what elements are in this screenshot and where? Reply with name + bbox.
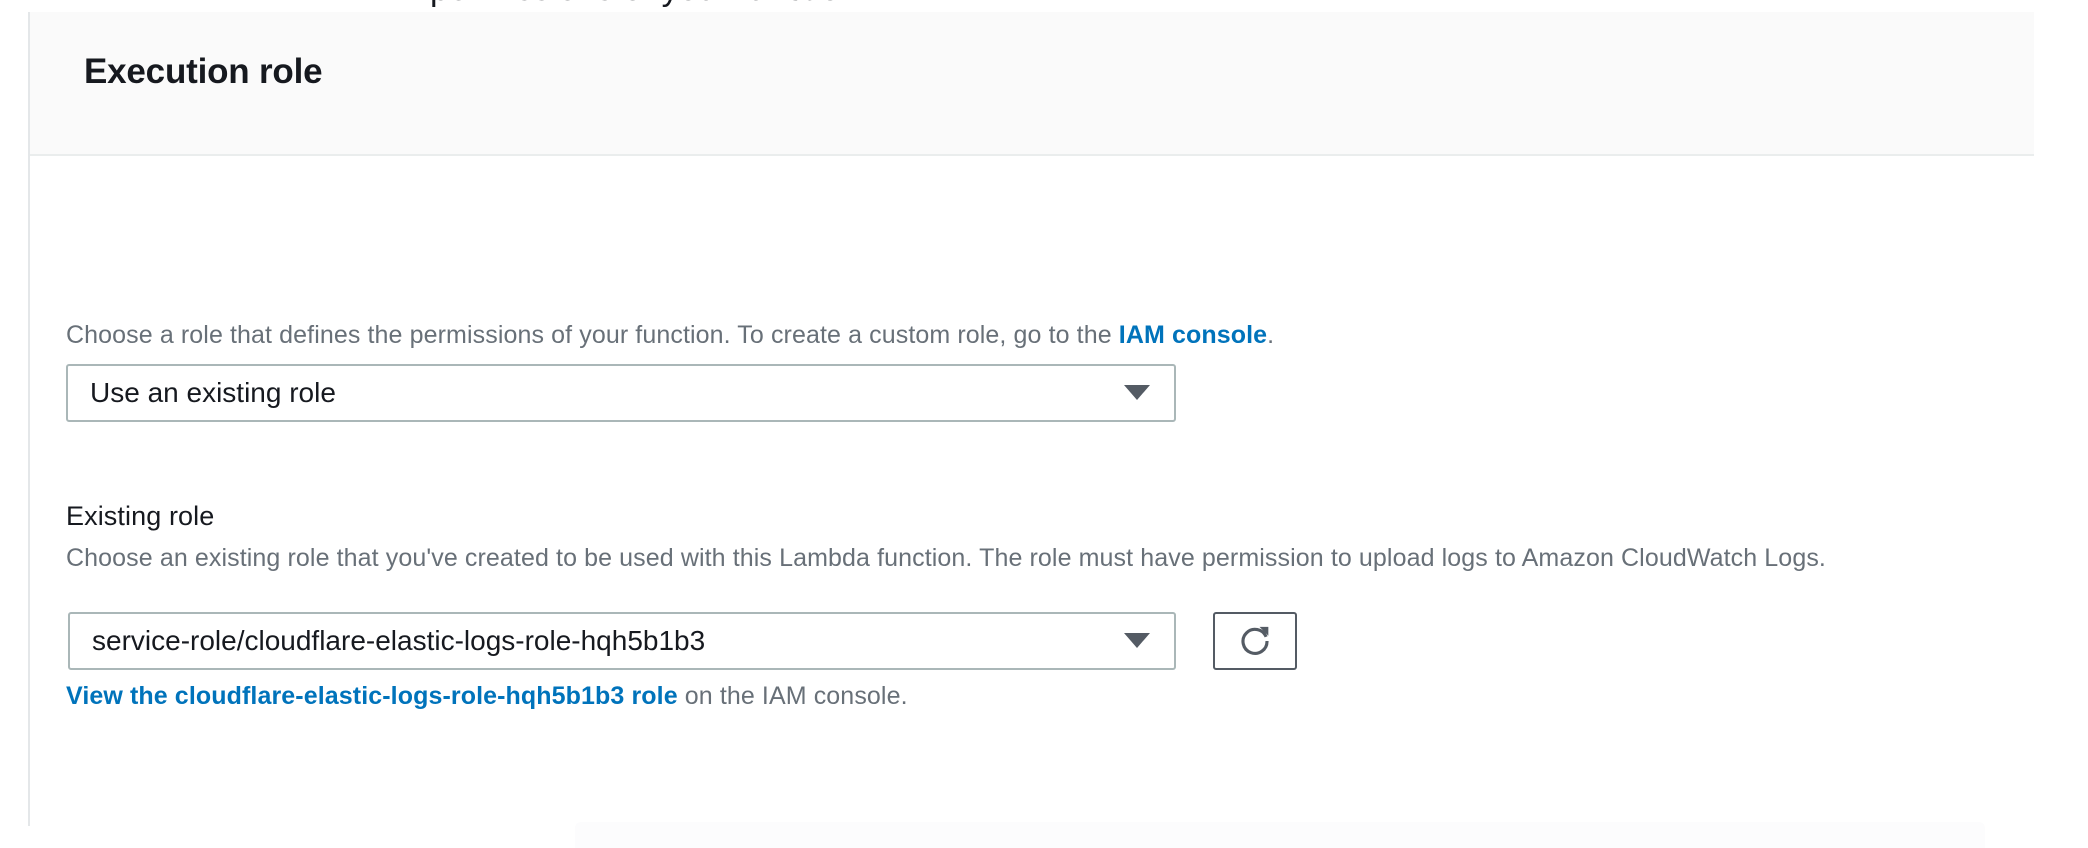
page-title: Execution role [84, 52, 323, 91]
existing-role-label: Existing role [66, 501, 215, 531]
view-role-line: View the cloudflare-elastic-logs-role-hq… [66, 679, 1966, 713]
existing-role-select[interactable]: service-role/cloudflare-elastic-logs-rol… [68, 612, 1176, 670]
card-header: Execution role [30, 12, 2034, 156]
existing-role-description: Choose an existing role that you've crea… [66, 544, 1826, 572]
execution-role-select[interactable]: Use an existing role [66, 364, 1176, 422]
execution-role-description-prefix: Choose a role that defines the permissio… [66, 321, 1119, 349]
execution-role-card: Execution role Choose a role that define… [28, 12, 2034, 826]
iam-console-link[interactable]: IAM console [1118, 321, 1268, 349]
refresh-roles-button[interactable] [1213, 612, 1297, 670]
bottom-panel-edge [575, 822, 1985, 848]
cutoff-text: permissions of your function [430, 0, 859, 9]
chevron-down-icon [1100, 633, 1174, 649]
execution-role-description-suffix: . [1267, 321, 1275, 349]
execution-role-select-value: Use an existing role [90, 377, 336, 408]
refresh-icon [1237, 623, 1273, 659]
chevron-down-icon [1100, 385, 1174, 401]
view-role-link[interactable]: View the cloudflare-elastic-logs-role-hq… [66, 682, 678, 710]
cutoff-text-above-card: permissions of your function [0, 0, 2088, 10]
execution-role-description: Choose a role that defines the permissio… [66, 318, 1966, 352]
view-role-suffix: on the IAM console. [677, 682, 908, 710]
existing-role-select-value: service-role/cloudflare-elastic-logs-rol… [92, 625, 706, 656]
